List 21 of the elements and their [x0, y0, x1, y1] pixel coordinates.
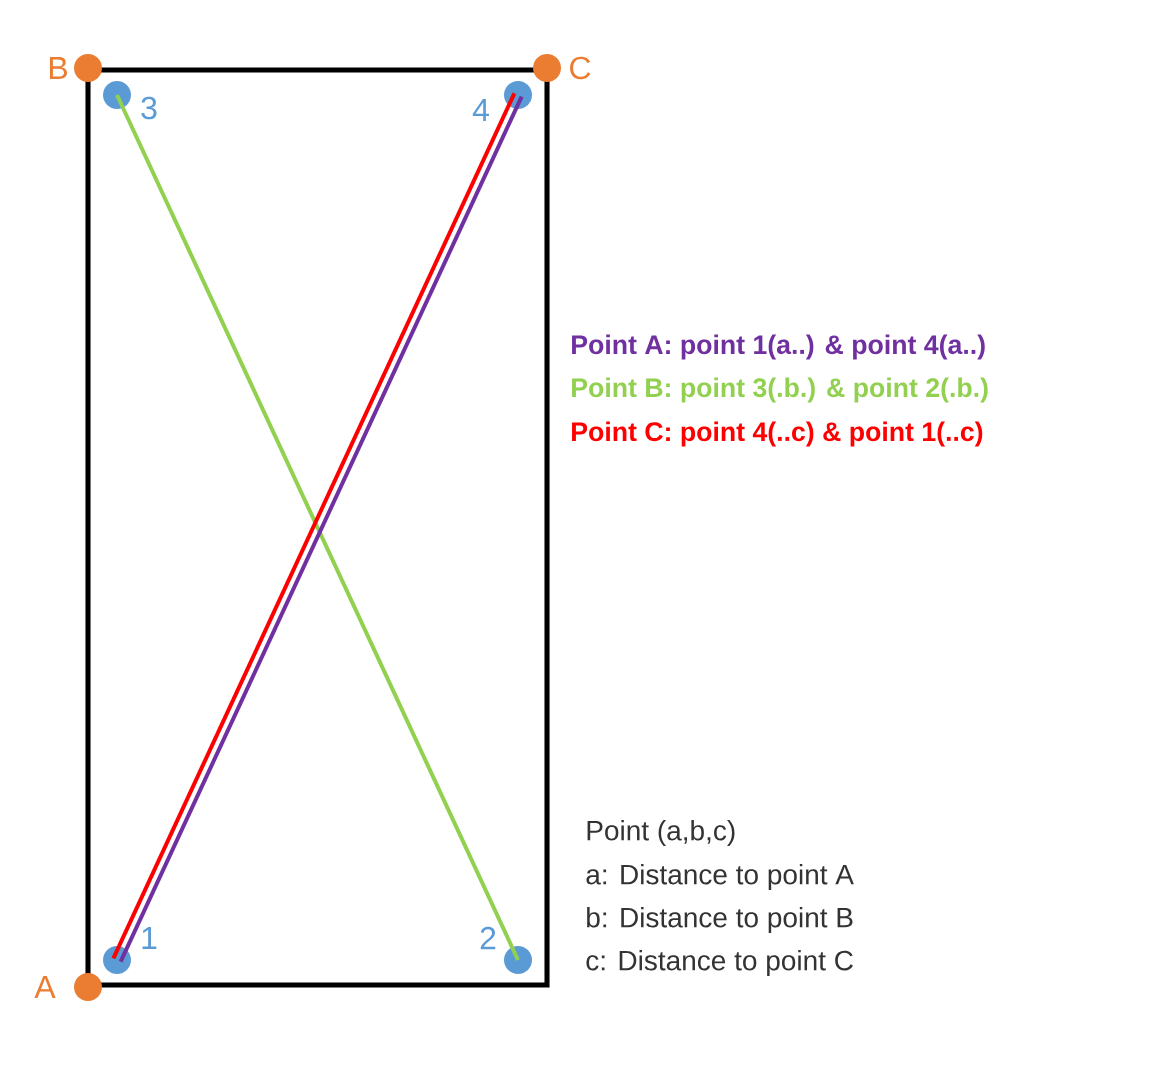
note-text: Point (a,b,c) [587, 819, 735, 847]
note-text: b: Distance to point B [587, 906, 853, 934]
point-dot [103, 81, 131, 109]
point-label: C [570, 56, 591, 80]
point-label: 1 [142, 927, 157, 949]
legend-text: Point A: point 1(a..) & point 4(a..) [572, 334, 985, 360]
legend-text: Point B: point 3(.b.) & point 2(.b.) [572, 377, 988, 403]
point-label: A [34, 976, 56, 998]
point-label: 3 [141, 96, 157, 120]
point-label: 4 [472, 98, 489, 121]
point-dot [504, 81, 532, 109]
point-label: B [49, 56, 67, 79]
note-text: a: Distance to point A [586, 863, 854, 891]
note-text: c: Distance to point C [586, 949, 853, 977]
corner-dot [533, 54, 561, 82]
legend-text: Point C: point 4(..c) & point 1(..c) [572, 421, 983, 447]
point-dot [103, 946, 131, 974]
corner-dot [74, 973, 102, 1001]
corner-dot [74, 54, 102, 82]
point-label: 2 [480, 926, 496, 950]
point-dot [504, 946, 532, 974]
